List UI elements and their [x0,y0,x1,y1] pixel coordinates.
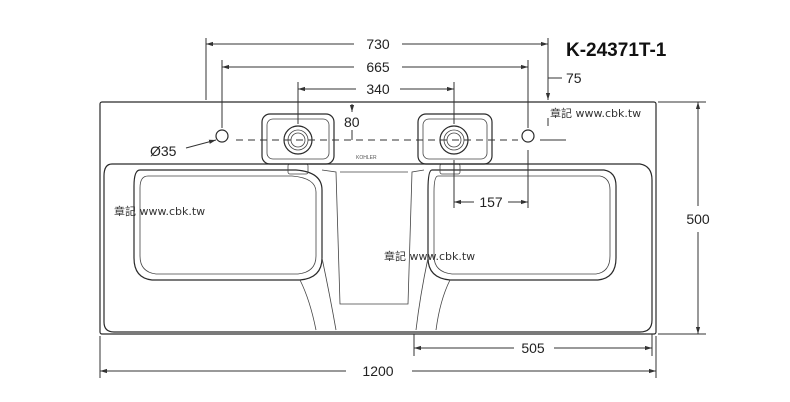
dimension-35: Ø35 [150,139,217,159]
watermark-top-right: 章記 www.cbk.tw [550,106,641,120]
overflow-slots [287,163,461,175]
dimension-label-500: 500 [686,211,710,227]
mounting-holes [215,129,535,143]
dimension-label-75: 75 [566,70,582,86]
right-basin [415,169,617,331]
dimension-label-157: 157 [479,194,503,210]
dimension-505: 505 [413,334,653,356]
dimension-label-505: 505 [521,340,545,356]
dimension-157: 157 [453,150,529,210]
dimension-label-80: 80 [344,114,360,130]
center-channel: KOHLER [321,155,425,305]
watermark-left: 章記 www.cbk.tw [114,204,205,218]
dimension-340: 340 [297,81,455,124]
dimension-label-730: 730 [366,36,390,52]
dimension-665: 665 [221,59,529,128]
watermark-center: 章記 www.cbk.tw [384,249,475,263]
dimension-label-340: 340 [366,81,390,97]
left-basin [133,169,337,331]
dimension-500: 500 [658,101,710,335]
dimension-label-1200: 1200 [362,363,393,379]
faucet-right [417,113,493,165]
sink-body [99,101,657,335]
dimension-label-35: Ø35 [150,143,177,159]
dimension-label-665: 665 [366,59,390,75]
dimension-1200: 1200 [99,336,657,379]
brand-mark: KOHLER [356,155,377,161]
dimension-80: 80 [344,104,360,140]
dimension-75: 75 [545,70,582,126]
model-number: K-24371T-1 [566,40,667,61]
